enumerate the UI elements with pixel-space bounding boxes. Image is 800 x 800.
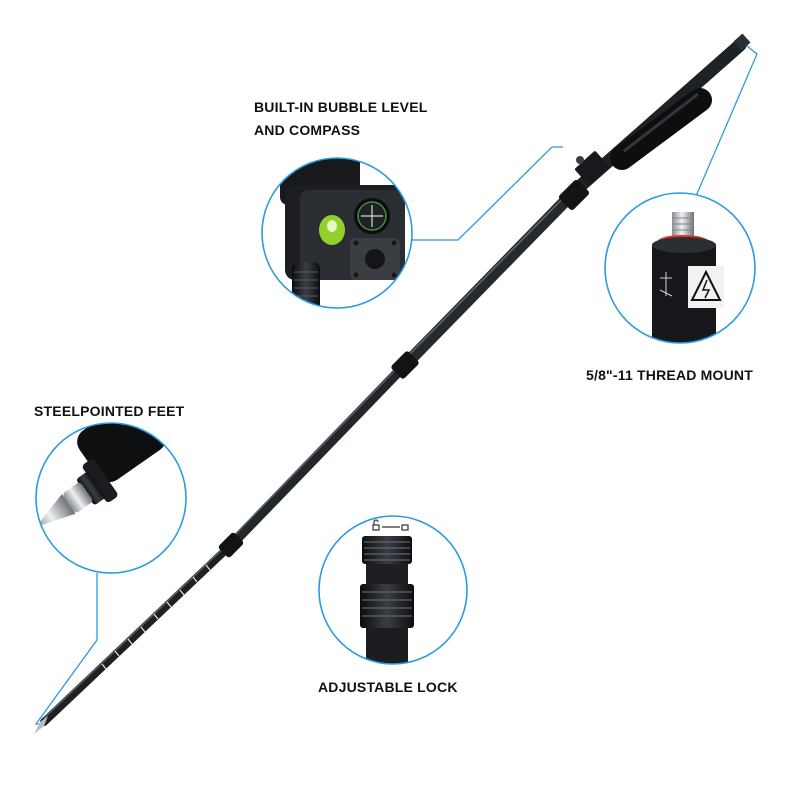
handling-icon (659, 272, 673, 297)
adjustable-lock-label: ADJUSTABLE LOCK (318, 679, 458, 695)
lock-ring-upper (362, 536, 412, 564)
warning-icon (690, 269, 722, 301)
foot-sleeve (77, 423, 167, 483)
thread-mount-label: 5/8"-11 THREAD MOUNT (586, 367, 753, 383)
bubble-connector (405, 146, 563, 241)
bubble-level-label: BUILT-IN BUBBLE LEVEL AND COMPASS (254, 96, 428, 142)
scale-marks (101, 564, 211, 670)
screw-thread (672, 212, 694, 240)
monopod-pole (34, 33, 751, 734)
steel-feet-callout (35, 422, 187, 574)
lock-unlock-icon (372, 519, 409, 531)
steel-feet-label: STEELPOINTED FEET (34, 403, 185, 419)
thread-connector (695, 41, 758, 197)
lock-ring-lower (360, 584, 414, 628)
bubble-level-label-line1: BUILT-IN BUBBLE LEVEL (254, 99, 428, 115)
steel-collar (63, 483, 93, 513)
bubble-level-label-line2: AND COMPASS (254, 122, 361, 138)
steel-spike (36, 494, 76, 527)
bubble-level-callout (261, 157, 413, 309)
twist-locks (218, 179, 590, 558)
adjustable-lock-callout (318, 515, 468, 665)
thread-mount-callout (604, 192, 756, 344)
